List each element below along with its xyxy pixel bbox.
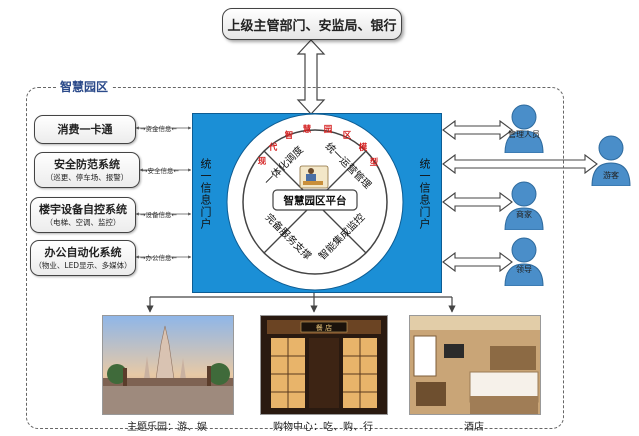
flow-label-funds: →资金信息←: [140, 125, 177, 133]
building-system-box: 楼宇设备自控系统 （电梯、空调、监控）: [30, 197, 136, 233]
hotel-photo: [409, 315, 541, 415]
office-system-title: 办公自动化系统: [44, 245, 122, 259]
ring-char-1: 现: [258, 157, 267, 167]
person-label-visitor: 游客: [603, 171, 619, 180]
portal-right-label: 统一信息门户: [418, 158, 431, 230]
person-icon-visitor: [591, 135, 631, 186]
person-label-leader: 领导: [516, 265, 532, 274]
person-label-manager: 管理人员: [508, 130, 540, 139]
ring-char-3: 智: [284, 130, 294, 141]
security-system-sub: （巡更、停车场、报警）: [45, 172, 129, 182]
flow-label-equipment: →设备信息←: [140, 211, 177, 219]
shop-sign-text: 餐 店: [316, 323, 332, 332]
shopping-center-photo: 餐 店: [260, 315, 388, 415]
security-system-box: 安全防范系统 （巡更、停车场、报警）: [34, 152, 140, 188]
person-icon-merchant: [504, 181, 544, 230]
ring-char-2: 代: [268, 142, 278, 153]
building-system-title: 楼宇设备自控系统: [39, 202, 127, 216]
flow-label-office: →办公信息←: [140, 254, 177, 262]
platform-ring-diagram: 现 代 智 慧 园 区 模 型 一体化调度 统一运营管理 完备服务支撑 智能集成…: [226, 113, 404, 291]
building-system-sub: （电梯、空调、监控）: [45, 217, 121, 227]
person-icon-manager: [504, 104, 544, 153]
smart-park-title: 智慧园区: [56, 78, 113, 95]
ring-char-8: 型: [370, 157, 379, 168]
shopping-center-caption: 购物中心：吃、购、行: [273, 422, 373, 433]
smart-park-boundary: [26, 87, 564, 429]
hotel-caption: 酒店: [464, 422, 484, 433]
card-system-box: 消费一卡通: [34, 115, 136, 144]
supervisors-label: 上级主管部门、安监局、银行: [227, 18, 397, 34]
ring-char-4: 慧: [303, 124, 312, 135]
office-system-sub: （物业、LED显示、多媒体）: [34, 260, 132, 270]
right-arrow-1: [442, 119, 513, 141]
office-system-box: 办公自动化系统 （物业、LED显示、多媒体）: [30, 240, 136, 276]
supervisors-box: 上级主管部门、安监局、银行: [222, 8, 402, 40]
portal-left-label: 统一信息门户: [199, 158, 212, 230]
ring-char-7: 模: [359, 142, 368, 153]
ring-char-6: 区: [343, 131, 352, 141]
reader-icon: [299, 165, 329, 189]
card-system-title: 消费一卡通: [57, 122, 113, 136]
ring-char-5: 园: [324, 125, 333, 135]
flow-label-security: →安全信息←: [142, 167, 179, 175]
right-arrow-2: [442, 153, 598, 175]
theme-park-photo: [102, 315, 234, 415]
theme-park-caption: 主题乐园：游、娱: [127, 422, 207, 433]
person-label-merchant: 商家: [516, 210, 532, 219]
right-arrow-3: [442, 191, 513, 213]
security-system-title: 安全防范系统: [54, 157, 120, 171]
right-arrow-4: [442, 251, 513, 273]
center-platform-box: [272, 189, 358, 211]
person-icon-leader: [504, 237, 544, 286]
center-platform-label: 智慧园区平台: [283, 194, 347, 207]
